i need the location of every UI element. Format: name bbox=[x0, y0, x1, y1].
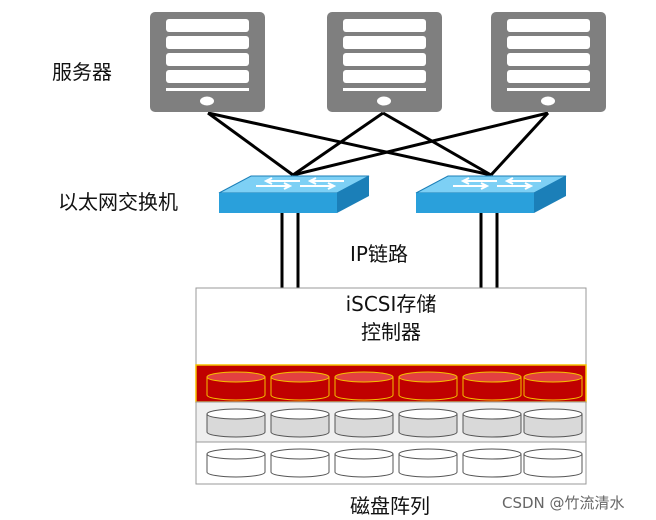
disk-layer bbox=[206, 371, 583, 478]
watermark: CSDN @竹流清水 bbox=[502, 494, 625, 512]
iscsi-controller-box bbox=[195, 287, 587, 366]
disk-cylinder-icon bbox=[206, 448, 266, 478]
server-icon bbox=[327, 12, 442, 112]
disk-cylinder-icon bbox=[334, 448, 394, 478]
disk-cylinder-icon bbox=[462, 371, 522, 401]
disk-cylinder-icon bbox=[523, 371, 583, 401]
servers-label: 服务器 bbox=[52, 60, 112, 84]
disk-cylinder-icon bbox=[523, 408, 583, 438]
server-switch-links bbox=[207, 111, 550, 177]
disk-cylinder-icon bbox=[334, 371, 394, 401]
disk-cylinder-icon bbox=[270, 371, 330, 401]
disk-cylinder-icon bbox=[206, 408, 266, 438]
disk-cylinder-icon bbox=[398, 371, 458, 401]
ip-link-lines bbox=[280, 212, 499, 290]
server-icon bbox=[491, 12, 606, 112]
disk-cylinder-icon bbox=[462, 448, 522, 478]
network-switch-icon bbox=[415, 175, 567, 213]
network-switch-icon bbox=[218, 175, 370, 213]
disk-cylinder-icon bbox=[206, 371, 266, 401]
disk-cylinder-icon bbox=[398, 448, 458, 478]
disk-array-label: 磁盘阵列 bbox=[350, 494, 430, 518]
disk-cylinder-icon bbox=[270, 448, 330, 478]
controller-label-line2: 控制器 bbox=[361, 320, 421, 344]
ip-link-label: IP链路 bbox=[350, 242, 408, 266]
disk-cylinder-icon bbox=[523, 448, 583, 478]
server-icon bbox=[150, 12, 265, 112]
controller-label: iSCSI存储 控制器 bbox=[196, 290, 586, 346]
disk-cylinder-icon bbox=[462, 408, 522, 438]
disk-cylinder-icon bbox=[398, 408, 458, 438]
controller-label-line1: iSCSI存储 bbox=[345, 292, 437, 316]
disk-cylinder-icon bbox=[270, 408, 330, 438]
disk-cylinder-icon bbox=[334, 408, 394, 438]
switches-label: 以太网交换机 bbox=[58, 190, 178, 214]
